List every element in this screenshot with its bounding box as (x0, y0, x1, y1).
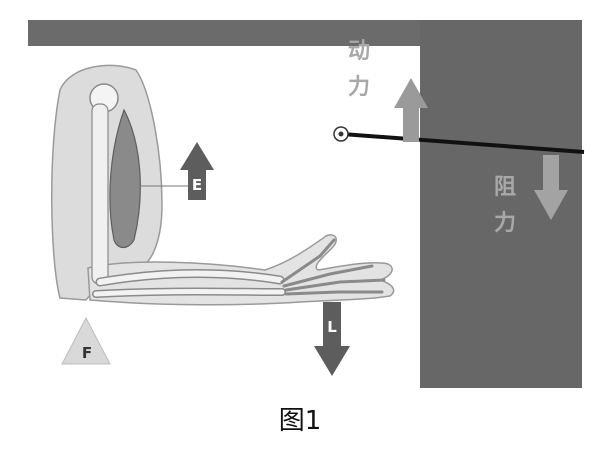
forearm-outline (87, 234, 395, 306)
hand-bones (280, 238, 386, 296)
radius-bone-inner (97, 270, 283, 285)
humerus-bone (91, 103, 109, 285)
effort-label: E (192, 176, 202, 194)
driving-force-char-2: 力 (348, 75, 370, 100)
resistance-char-2: 力 (494, 211, 516, 236)
resistance-label: 阻 力 (494, 175, 524, 236)
load-arrow (314, 302, 350, 376)
driving-force-char-1: 动 (348, 39, 370, 64)
biceps-muscle (109, 108, 141, 249)
driving-force-label: 动 力 (348, 39, 378, 100)
fulcrum-label: F (82, 344, 92, 362)
resistance-arrow (534, 155, 568, 220)
resistance-char-1: 阻 (494, 175, 516, 200)
pivot-dot (338, 131, 344, 137)
ulna-bone-inner (93, 289, 285, 297)
fulcrum-triangle (61, 316, 111, 365)
effort-arrow (180, 142, 214, 200)
figure-caption: 图1 (278, 406, 322, 436)
lever-rod (341, 132, 585, 154)
load-label: L (327, 318, 337, 336)
driving-force-arrow (394, 78, 428, 142)
